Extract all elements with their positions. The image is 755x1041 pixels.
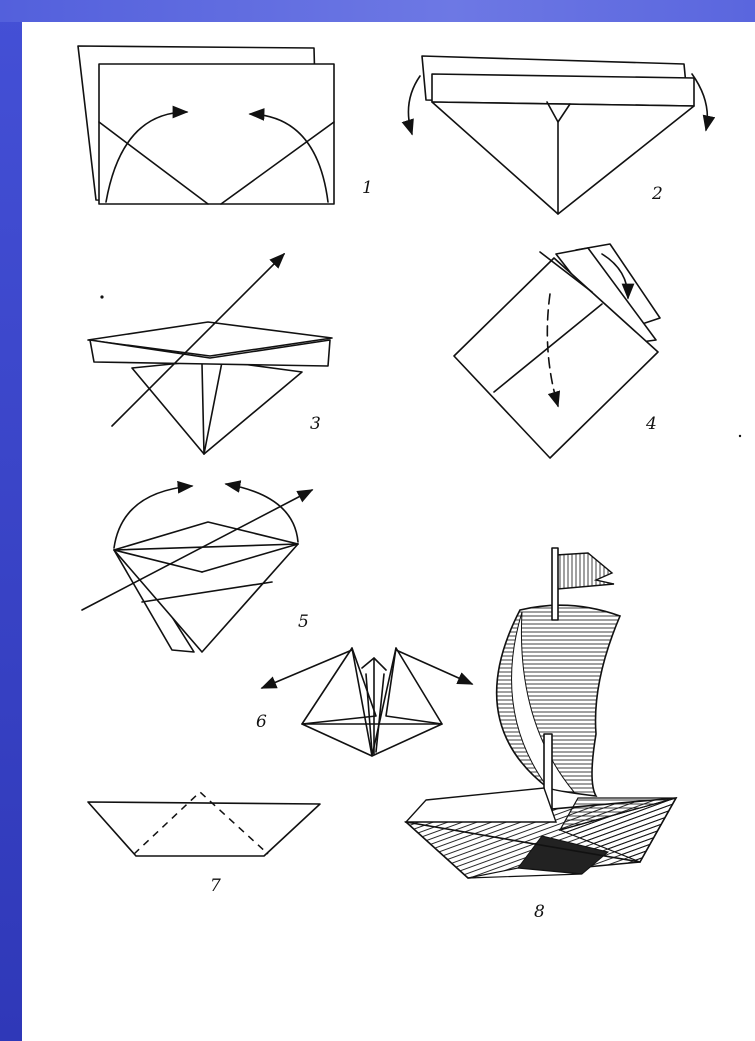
- step-3-figure: [88, 254, 332, 454]
- step-label-7: 7: [210, 878, 221, 895]
- step-8-figure: [406, 548, 676, 878]
- step-5-figure: [82, 484, 312, 652]
- step-label-3: 3: [310, 416, 321, 433]
- background-top-band: [0, 0, 755, 22]
- step-6-figure: [262, 648, 472, 756]
- step-4-figure: [454, 244, 741, 458]
- background-left-band: [0, 0, 22, 1041]
- origami-boat-diagram: [22, 22, 755, 1041]
- step-label-4: 4: [646, 416, 657, 433]
- step-label-8: 8: [534, 904, 545, 921]
- step-7-figure: [88, 792, 320, 856]
- step-label-6: 6: [256, 714, 267, 731]
- step-label-1: 1: [362, 180, 373, 197]
- step-1-figure: [78, 46, 334, 204]
- step-label-5: 5: [298, 614, 309, 631]
- slide-canvas: 1 2 3 4 5 6 7 8: [22, 22, 755, 1041]
- step-label-2: 2: [652, 186, 663, 203]
